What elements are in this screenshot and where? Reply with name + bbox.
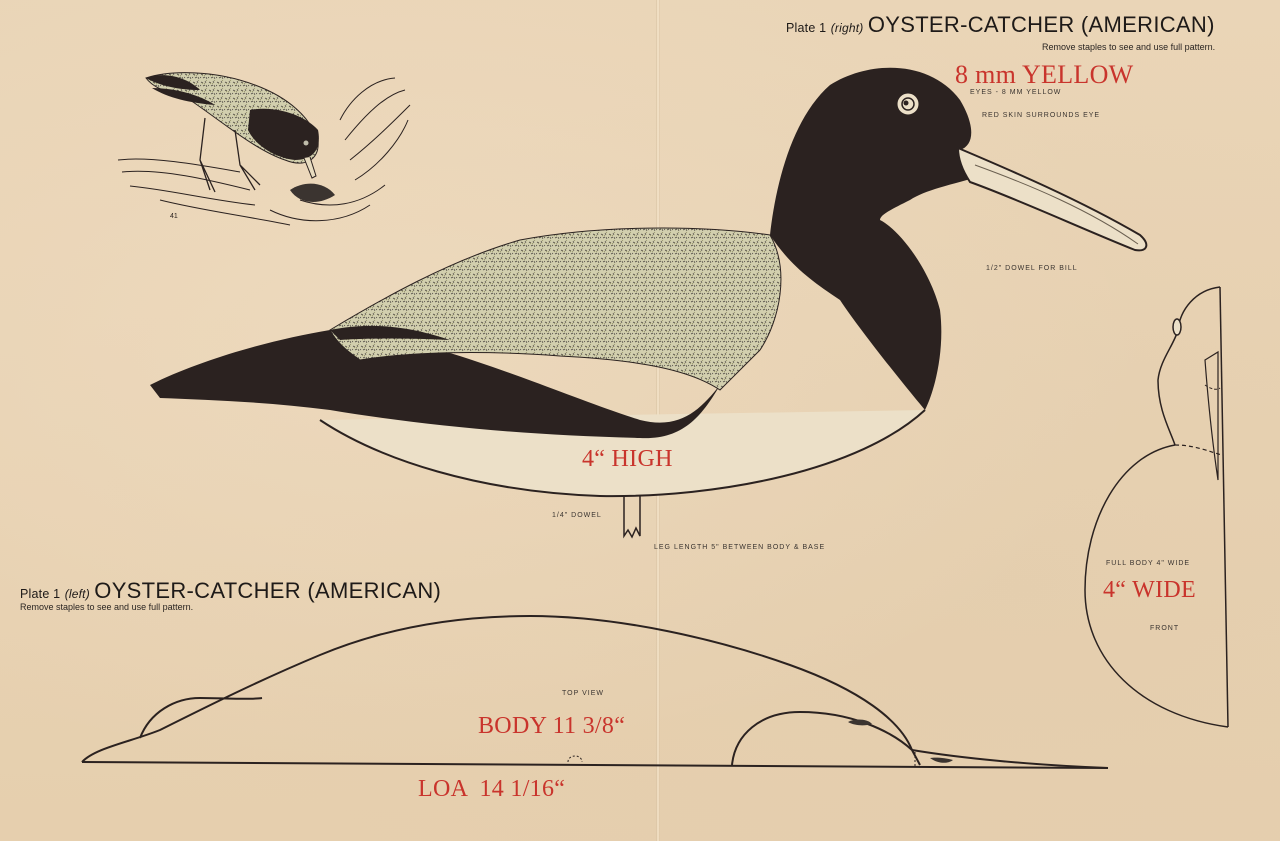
body-length-annotation: BODY 11 3/8“: [478, 713, 626, 739]
plate-right-title: Plate 1 (right) OYSTER-CATCHER (AMERICAN…: [786, 12, 1215, 38]
height-annotation: 4“ HIGH: [582, 446, 673, 472]
plate-left-side: (left): [64, 587, 90, 601]
overall-length-annotation: LOA 14 1/16“: [418, 776, 566, 802]
plate-right-side: (right): [830, 21, 864, 35]
side-view-bird: [150, 67, 1148, 539]
bill-dowel-note: 1/2" DOWEL FOR BILL: [986, 265, 1078, 272]
red-skin-note: RED SKIN SURROUNDS EYE: [982, 112, 1101, 119]
leg-dowel-note: 1/4" DOWEL: [552, 512, 602, 519]
top-view-label: TOP VIEW: [562, 690, 604, 697]
front-view-bird: [1084, 286, 1229, 728]
plate-right-number: Plate 1: [786, 21, 827, 35]
front-label: FRONT: [1150, 625, 1180, 632]
plate-right-name: OYSTER-CATCHER (AMERICAN): [867, 12, 1215, 37]
plate-left-title: Plate 1 (left) OYSTER-CATCHER (AMERICAN): [20, 578, 441, 604]
eyes-note: EYES - 8 MM YELLOW: [970, 89, 1062, 96]
leg-length-note: LEG LENGTH 5" BETWEEN BODY & BASE: [654, 544, 826, 551]
sketch-feeding-oystercatcher: [117, 72, 411, 226]
eye-size-annotation: 8 mm YELLOW: [955, 60, 1134, 89]
width-annotation: 4“ WIDE: [1103, 577, 1196, 603]
full-body-note: FULL BODY 4" WIDE: [1106, 560, 1191, 567]
plate-left-name: OYSTER-CATCHER (AMERICAN): [94, 578, 442, 603]
plate-left-note: Remove staples to see and use full patte…: [20, 602, 194, 612]
plate-right-note: Remove staples to see and use full patte…: [1042, 42, 1216, 52]
sketch-number: 41: [170, 213, 178, 220]
plate-left-number: Plate 1: [20, 587, 61, 601]
top-view-bird: [81, 614, 1109, 769]
